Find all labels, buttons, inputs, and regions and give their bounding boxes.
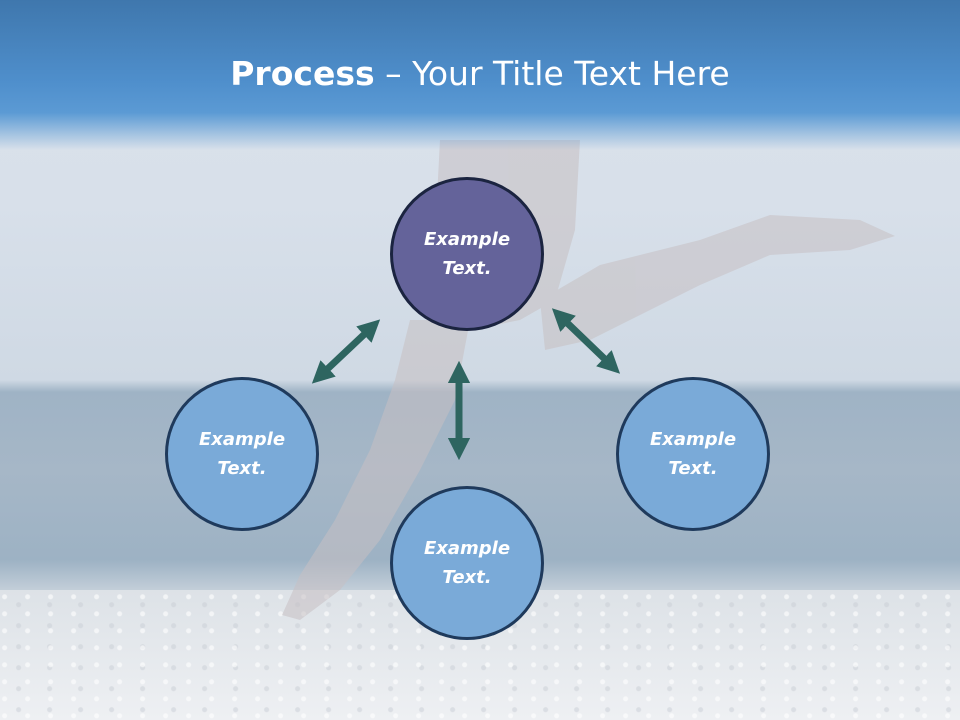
title-rest: – Your Title Text Here — [374, 54, 730, 93]
title-bold: Process — [230, 54, 375, 93]
slide-title: Process – Your Title Text Here — [0, 52, 960, 96]
arrow-center-right — [551, 308, 621, 374]
title-band — [0, 0, 960, 150]
node-right-label: Example Text. — [649, 429, 737, 479]
node-center-label: Example Text. — [423, 229, 511, 279]
node-center: Example Text. — [390, 177, 544, 331]
node-bottom-label: Example Text. — [423, 538, 511, 588]
node-left: Example Text. — [165, 377, 319, 531]
node-left-label: Example Text. — [198, 429, 286, 479]
node-right: Example Text. — [616, 377, 770, 531]
node-bottom: Example Text. — [390, 486, 544, 640]
arrow-center-left — [311, 319, 381, 384]
